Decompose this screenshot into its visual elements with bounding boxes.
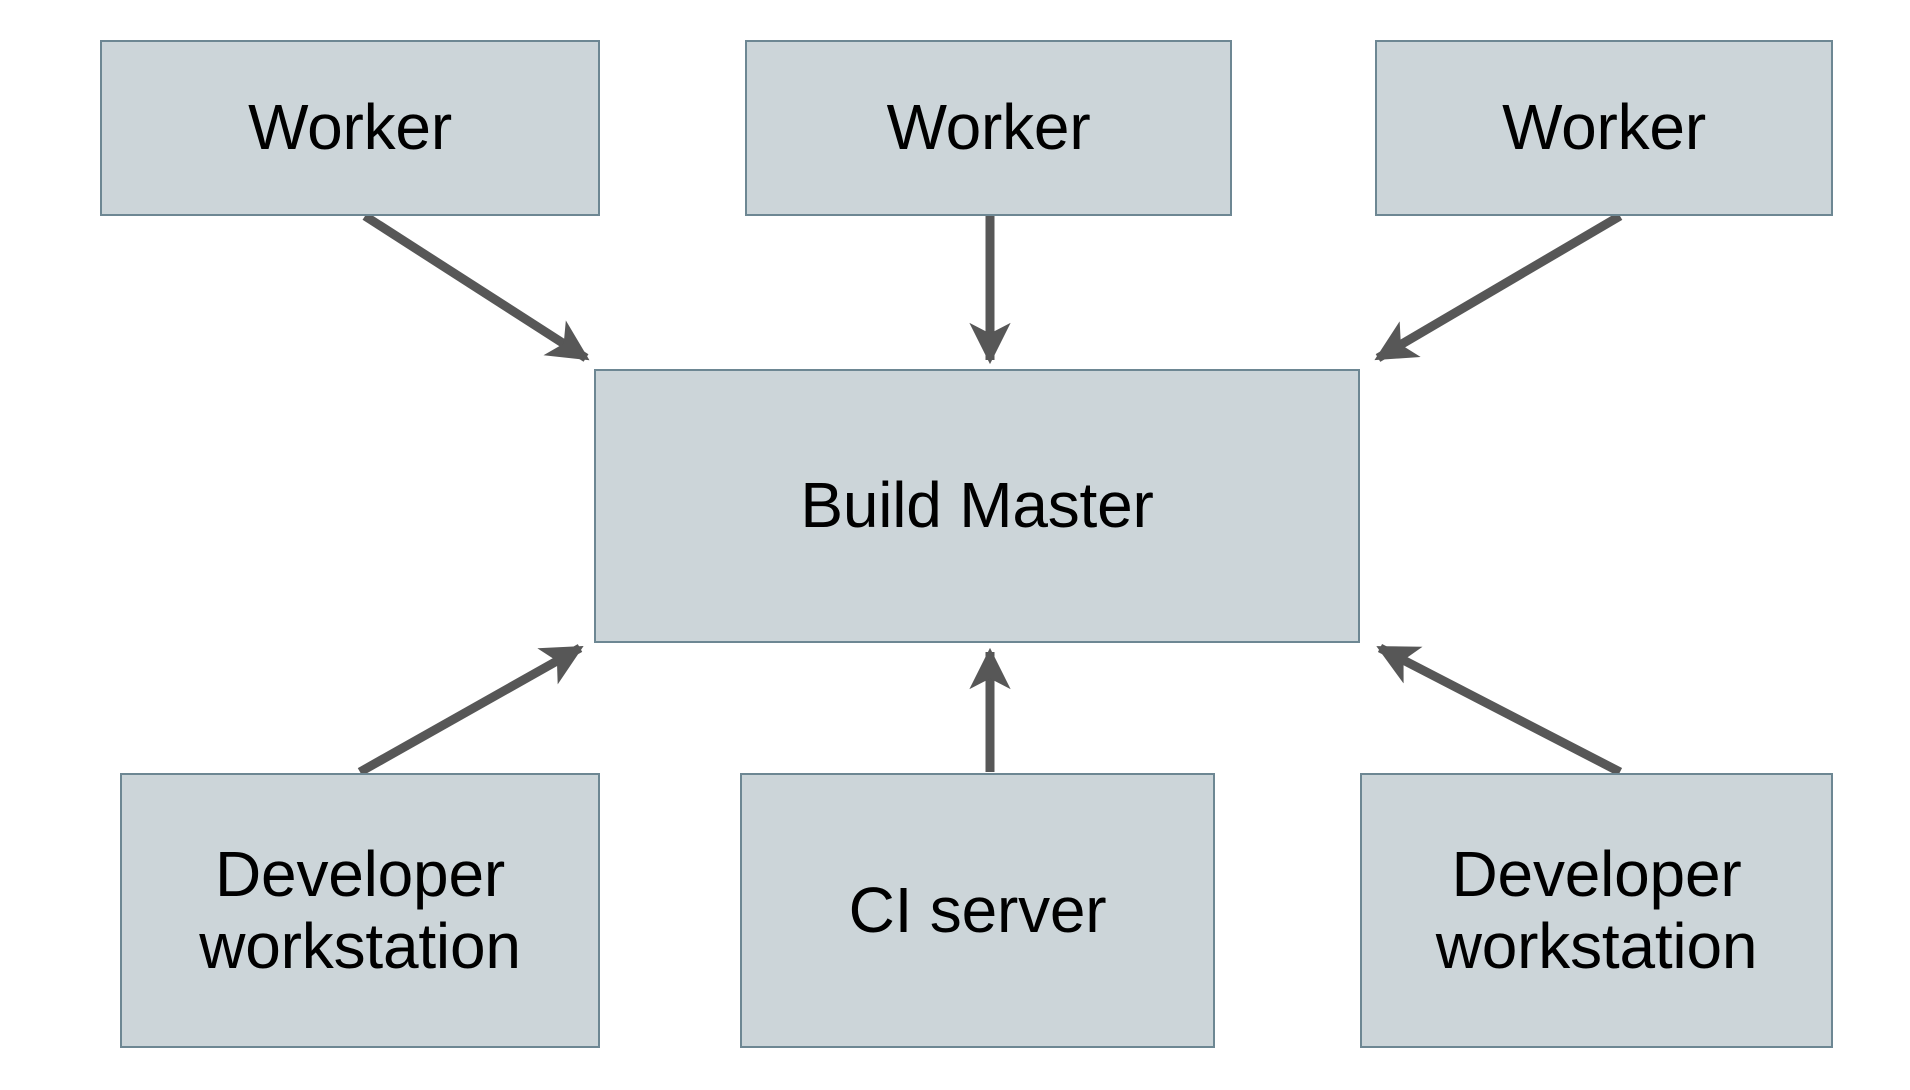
node-developer-workstation-2[interactable]: Developer workstation bbox=[1360, 773, 1833, 1048]
node-developer-workstation-1-label: Developer workstation bbox=[199, 837, 521, 982]
edge-worker-3-to-build-master bbox=[1374, 212, 1623, 362]
node-ci-server-label: CI server bbox=[848, 873, 1107, 946]
node-worker-2[interactable]: Worker bbox=[745, 40, 1232, 216]
node-worker-1[interactable]: Worker bbox=[100, 40, 600, 216]
edge-dev-ws-1-to-build-master bbox=[357, 644, 584, 776]
edge-worker-1-to-build-master bbox=[362, 212, 590, 362]
node-developer-workstation-2-label: Developer workstation bbox=[1435, 837, 1758, 982]
node-worker-3[interactable]: Worker bbox=[1375, 40, 1833, 216]
edge-dev-ws-2-to-build-master bbox=[1376, 644, 1623, 776]
node-build-master[interactable]: Build Master bbox=[594, 369, 1360, 643]
node-worker-3-label: Worker bbox=[1502, 91, 1706, 164]
node-worker-1-label: Worker bbox=[248, 91, 452, 164]
node-developer-workstation-1[interactable]: Developer workstation bbox=[120, 773, 600, 1048]
node-worker-2-label: Worker bbox=[886, 91, 1091, 164]
node-ci-server[interactable]: CI server bbox=[740, 773, 1215, 1048]
node-build-master-label: Build Master bbox=[800, 469, 1154, 542]
